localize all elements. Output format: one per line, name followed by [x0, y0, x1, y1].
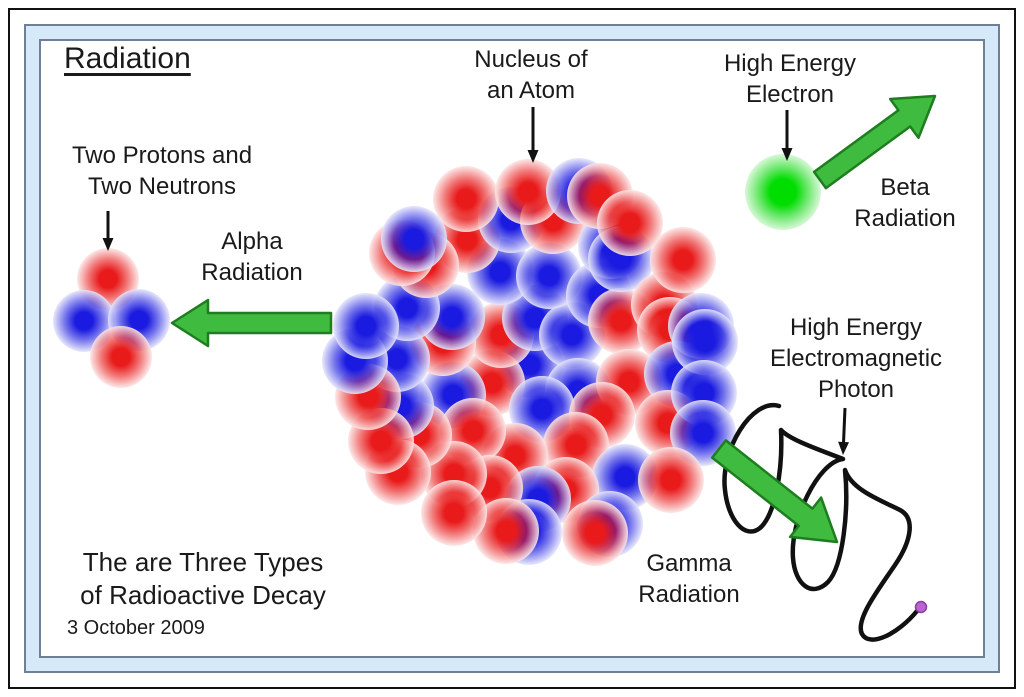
alpha-particle-label: Two Protons and Two Neutrons — [42, 140, 282, 202]
caption: The are Three Types of Radioactive Decay — [68, 546, 338, 613]
date-label: 3 October 2009 — [67, 617, 205, 639]
outer-border — [8, 8, 1016, 689]
nucleus-label-line2: an Atom — [486, 77, 576, 105]
gamma-radiation-label: Gamma Radiation — [609, 548, 769, 610]
beta-label-line2: Radiation — [854, 205, 956, 233]
alpha-particle-label-line2: Two Neutrons — [87, 173, 237, 201]
photon-label-line1: High Energy — [789, 314, 923, 341]
beta-label-line1: Beta — [880, 174, 930, 201]
page-title: Radiation — [64, 42, 191, 75]
alpha-radiation-label: Alpha Radiation — [172, 226, 332, 288]
alpha-label-line1: Alpha — [221, 228, 283, 255]
electron-label-line2: Electron — [745, 81, 835, 109]
gamma-label-line2: Radiation — [638, 581, 740, 609]
alpha-label-line2: Radiation — [201, 259, 303, 287]
electron-label-line1: High Energy — [723, 50, 857, 77]
photon-label-line3: Photon — [817, 376, 895, 404]
nucleus-label: Nucleus of an Atom — [431, 44, 631, 106]
caption-line1: The are Three Types — [82, 547, 324, 577]
alpha-particle-label-line1: Two Protons and — [71, 142, 253, 169]
electron-label: High Energy Electron — [680, 48, 900, 110]
photon-label-line2: Electromagnetic — [769, 345, 943, 373]
nucleus-label-line1: Nucleus of — [474, 46, 588, 73]
caption-line2: of Radioactive Decay — [80, 580, 326, 611]
photon-label: High Energy Electromagnetic Photon — [726, 312, 986, 406]
beta-radiation-label: Beta Radiation — [825, 172, 985, 234]
gamma-label-line1: Gamma — [646, 550, 732, 577]
